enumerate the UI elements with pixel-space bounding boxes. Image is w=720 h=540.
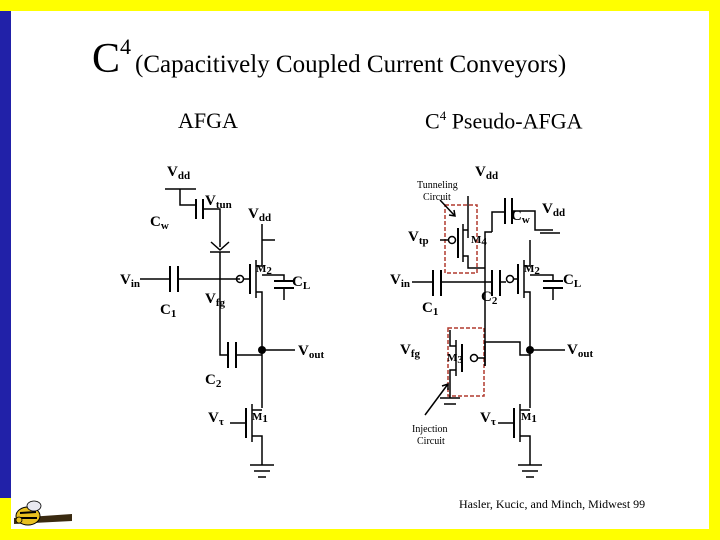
right-label-m3: M3 [447,352,463,366]
right-label-vtau: Vτ [480,410,496,428]
left-label-vdd-right: Vdd [248,206,271,224]
right-cl-lead [530,274,554,281]
right-m3-gate-bubble [469,353,479,363]
right-c2-capacitor [491,270,501,296]
left-cw-capacitor [195,199,204,219]
right-m2-channel [523,240,531,350]
right-c1-capacitor [432,270,442,296]
right-label-m4: M4 [471,234,487,248]
right-cl-capacitor [543,280,563,289]
pseudo-afga-circuit: Tunneling Circuit Injection Circuit Vdd … [390,164,593,478]
right-m3-channel [449,330,457,398]
right-m3-ground-icon [440,397,460,405]
left-c1-capacitor [169,266,179,292]
left-cl-capacitor [274,280,294,289]
right-injection-arrow [424,382,449,416]
left-m2-source [261,224,275,241]
right-heading-text: Pseudo-AFGA [446,108,583,134]
right-heading-c: C [425,108,440,134]
right-tunneling-note-2: Circuit [423,192,451,203]
right-m2-gate-bubble [505,274,515,284]
right-label-c1: C1 [422,300,438,318]
right-injection-box [447,327,485,397]
left-label-vtun: Vtun [205,193,232,211]
right-tunneling-note-1: Tunneling [417,180,458,191]
right-m4-gate-bubble [447,235,457,245]
right-m4-channel [462,224,485,269]
right-label-vdd-right: Vdd [542,201,565,219]
right-label-cw: Cw [511,208,530,226]
right-label-vin: Vin [390,272,410,290]
left-tunneling-arrow [210,227,230,252]
left-label-vdd-top: Vdd [167,164,190,182]
yellow-jacket-logo-icon [14,500,72,526]
left-ground-icon [250,464,274,478]
left-cw-lead-top [179,189,196,206]
slide-frame-right [709,0,720,540]
right-label-vfg: Vfg [400,342,421,360]
title-text: (Capacitively Coupled Current Conveyors) [135,51,567,78]
left-cl-lead [262,274,285,281]
left-c2-lead [219,340,228,356]
right-label-m2: M2 [524,263,540,277]
left-label-vtau: Vτ [208,410,224,428]
right-m1-channel [519,404,531,465]
right-label-c2: C2 [481,289,498,307]
left-label-vout: Vout [298,343,324,361]
left-label-cw: Cw [150,214,169,232]
right-injection-note-1: Injection [412,424,448,435]
left-heading: AFGA [178,108,238,133]
left-label-c2: C2 [205,372,222,390]
left-label-m2: M2 [256,263,272,277]
left-m1-channel [251,404,263,465]
right-label-vout: Vout [567,342,593,360]
afga-circuit: Vdd Vtun Vdd Cw Vin C1 Vfg M2 CL Vout C2… [120,164,324,478]
left-m2-channel [255,240,263,350]
left-label-vfg: Vfg [205,291,226,309]
right-injection-note-2: Circuit [417,436,445,447]
right-cw-to-m2 [512,210,553,231]
right-heading-superscript: 4 [439,108,447,123]
right-label-vdd-top: Vdd [475,164,498,182]
right-fg-upper [484,211,505,268]
left-cw-to-fg [203,208,221,227]
title-c: C [92,36,121,82]
left-label-vin: Vin [120,272,140,290]
slide-frame-corner [0,498,11,540]
right-tunneling-box [444,204,478,274]
title-superscript: 4 [120,34,132,59]
slide-title: C4 (Capacitively Coupled Current Conveyo… [92,34,566,83]
right-tunneling-arrow [439,199,456,217]
slide-frame-top [0,0,720,11]
slide-frame-bottom [0,529,720,540]
right-label-vtp: Vtp [408,229,429,247]
left-label-cl: CL [292,274,310,292]
right-heading: C4 Pseudo-AFGA [425,108,582,134]
right-ground-icon [518,464,542,478]
credit-text: Hasler, Kucic, and Minch, Midwest 99 [459,497,646,511]
right-label-m1: M1 [521,411,537,425]
right-m3-to-out [484,341,530,366]
right-label-cl: CL [563,272,581,290]
left-label-c1: C1 [160,302,176,320]
left-m2-gate-bubble [235,274,245,284]
left-c2-capacitor [227,342,237,368]
slide-frame-left [0,0,11,498]
left-label-m1: M1 [252,411,268,425]
